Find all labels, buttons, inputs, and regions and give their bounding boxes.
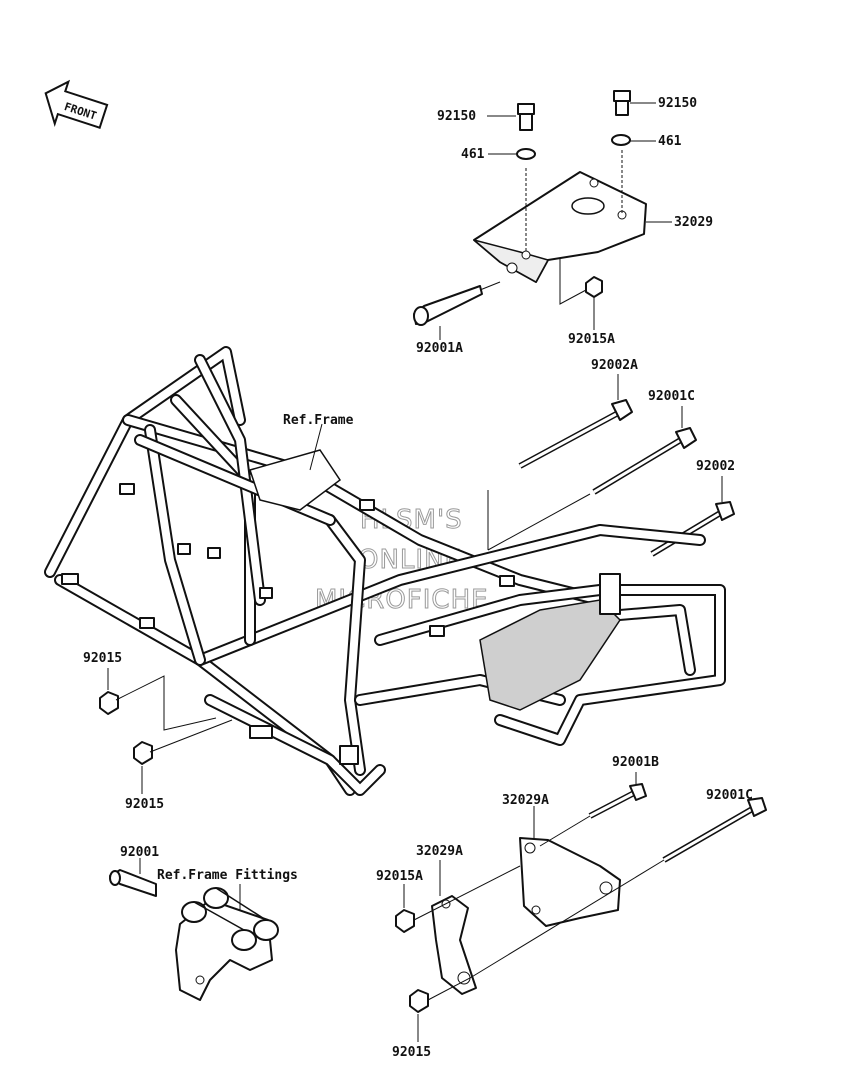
label-32029: 32029 <box>674 215 713 230</box>
part-labels: 92150 92150 461 461 32029 92001A 92015A … <box>83 96 753 1060</box>
label-461-right: 461 <box>658 134 682 149</box>
label-ref-frame-fittings: Ref.Frame Fittings <box>157 868 298 883</box>
front-arrow-icon: FRONT <box>44 79 109 129</box>
label-92015-lower: 92015 <box>125 797 164 812</box>
nut-92015-upper-icon <box>99 691 119 715</box>
label-92001A: 92001A <box>416 341 463 356</box>
bolt-92001C-bottom-icon <box>662 797 767 863</box>
main-frame-icon <box>44 346 726 796</box>
nut-92015A-top-icon <box>585 276 603 298</box>
label-92001B: 92001B <box>612 755 659 770</box>
label-92001: 92001 <box>120 845 159 860</box>
nut-92015-lower-icon <box>133 741 153 765</box>
label-92015-upper: 92015 <box>83 651 122 666</box>
label-92150-right: 92150 <box>658 96 697 111</box>
label-92015-bottom: 92015 <box>392 1045 431 1060</box>
label-92001C-bottom: 92001C <box>706 788 753 803</box>
bolt-92150-right-icon <box>613 90 631 116</box>
label-92001C-top: 92001C <box>648 389 695 404</box>
label-461-left: 461 <box>461 147 485 162</box>
label-92002: 92002 <box>696 459 735 474</box>
bolt-92002-icon <box>650 501 735 557</box>
nut-92015A-bottom-icon <box>395 909 415 933</box>
nut-92015-bottom-icon <box>409 989 429 1013</box>
label-ref-frame: Ref.Frame <box>283 413 354 428</box>
bolt-92150-left-icon <box>517 103 535 131</box>
label-92015A-top: 92015A <box>568 332 615 347</box>
frame-fittings-icon <box>109 869 279 1001</box>
bolt-92001A-icon <box>413 285 483 326</box>
bracket-32029A-top-icon <box>519 837 621 927</box>
washer-461-left-icon <box>516 148 536 160</box>
bolt-92001C-top-icon <box>592 427 697 495</box>
bolt-92002A-icon <box>518 399 633 469</box>
label-92150-left: 92150 <box>437 109 476 124</box>
label-92015A-bottom: 92015A <box>376 869 423 884</box>
washer-461-right-icon <box>611 134 631 146</box>
label-32029A-top: 32029A <box>502 793 549 808</box>
bracket-32029A-mid-icon <box>431 895 477 995</box>
label-92002A: 92002A <box>591 358 638 373</box>
bolt-92001B-icon <box>588 783 647 819</box>
label-32029A-mid: 32029A <box>416 844 463 859</box>
bracket-32029-icon <box>473 171 647 284</box>
